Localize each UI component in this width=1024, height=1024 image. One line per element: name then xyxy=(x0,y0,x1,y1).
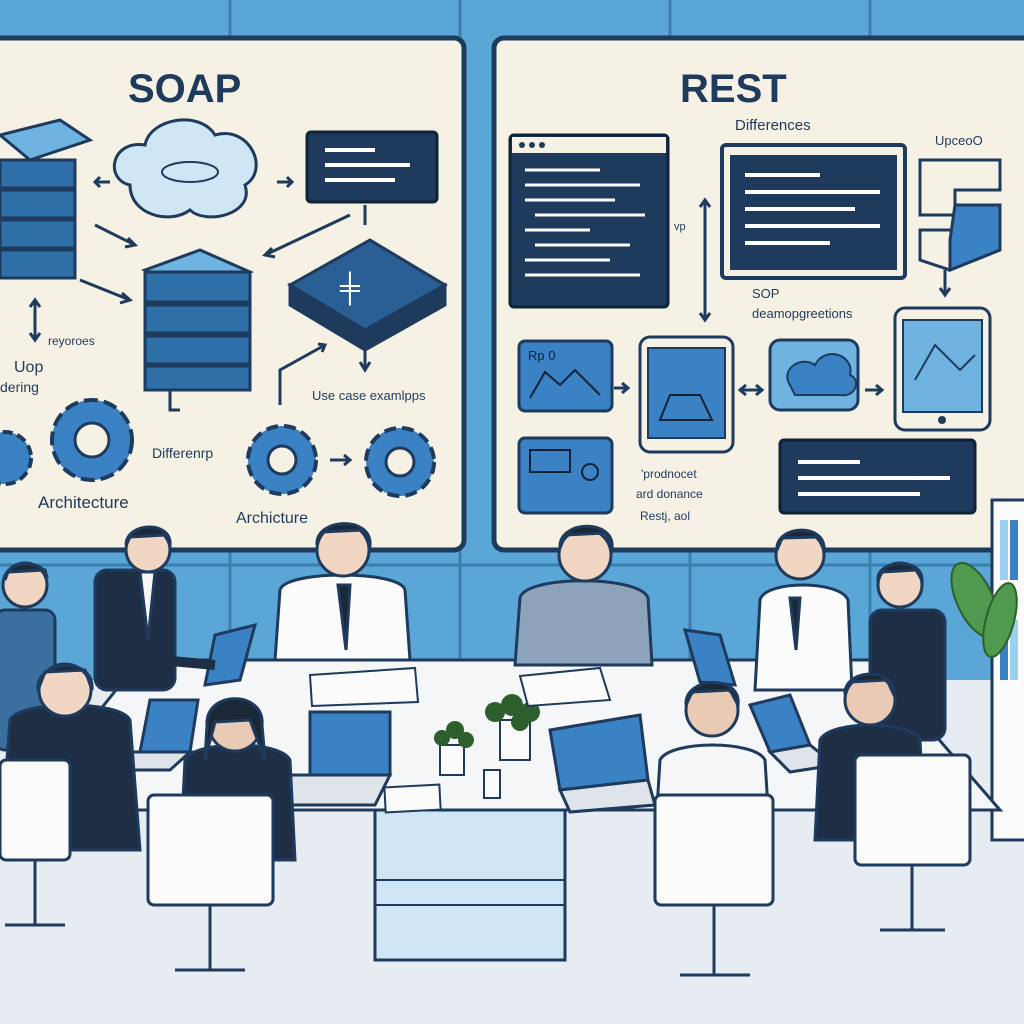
bookshelf xyxy=(990,498,1024,842)
api-card: Rp 0 xyxy=(517,339,614,413)
cloud-card-icon xyxy=(768,338,860,412)
gear-icon xyxy=(246,424,318,496)
cloud-icon xyxy=(113,118,258,219)
label-sop: SOP xyxy=(752,286,779,301)
label-differences-rest: Differences xyxy=(735,117,811,134)
person xyxy=(753,528,854,692)
label-architecture-2: Archicture xyxy=(236,510,308,527)
rest-board: REST Differences UpceoO vp xyxy=(491,35,1024,553)
code-card-rest xyxy=(720,143,907,280)
office-chair xyxy=(653,793,775,907)
label-footer-3: Restj, aol xyxy=(640,509,690,523)
label-dering: dering xyxy=(0,379,39,395)
laptop xyxy=(548,713,657,814)
s-block-icon xyxy=(918,158,1002,273)
flow-arrows-rest xyxy=(614,197,952,397)
label-rp: Rp 0 xyxy=(528,348,555,363)
documents xyxy=(308,666,612,814)
code-bar-card xyxy=(778,438,977,515)
soap-board: SOAP xyxy=(0,35,467,553)
plant-pot xyxy=(434,694,540,799)
server-stack-icon xyxy=(0,118,94,280)
widget-card xyxy=(517,436,614,515)
plant xyxy=(950,561,1018,658)
tablet-icon-2 xyxy=(893,306,992,432)
gear-icon xyxy=(50,398,134,482)
label-vp: vp xyxy=(674,221,686,233)
label-deam: deamopgreetions xyxy=(752,306,853,321)
person xyxy=(93,525,216,692)
svg-text:╪: ╪ xyxy=(339,271,360,306)
label-keywords: reyoroes xyxy=(48,334,95,348)
code-card xyxy=(305,130,439,204)
label-differences: Differenrp xyxy=(152,445,213,461)
label-footer-2: ard donance xyxy=(636,487,703,501)
gear-icon xyxy=(0,430,33,486)
laptop xyxy=(682,628,738,687)
person xyxy=(273,522,412,662)
label-footer-1: 'prodnocet xyxy=(641,467,697,481)
laptop xyxy=(272,710,393,807)
label-architecture: Architecture xyxy=(38,493,129,512)
gear-icon xyxy=(364,426,436,498)
tablet-icon xyxy=(638,335,735,454)
browser-window xyxy=(508,133,670,309)
gateway-box-icon: ╪ xyxy=(287,238,448,353)
rest-title: REST xyxy=(680,67,787,111)
people xyxy=(0,522,947,862)
label-upsso: UpceoO xyxy=(935,133,983,148)
label-use-case: Use case examlpps xyxy=(312,388,426,403)
database-stack-icon xyxy=(140,248,255,392)
office-chair xyxy=(853,753,972,867)
office-chair xyxy=(146,793,275,907)
label-uop: Uop xyxy=(14,359,43,376)
soap-title: SOAP xyxy=(128,67,241,111)
wall-panels xyxy=(0,0,1024,680)
chairs xyxy=(0,753,972,977)
office-chair xyxy=(0,758,72,862)
flow-arrows xyxy=(28,175,372,467)
person xyxy=(513,524,654,667)
